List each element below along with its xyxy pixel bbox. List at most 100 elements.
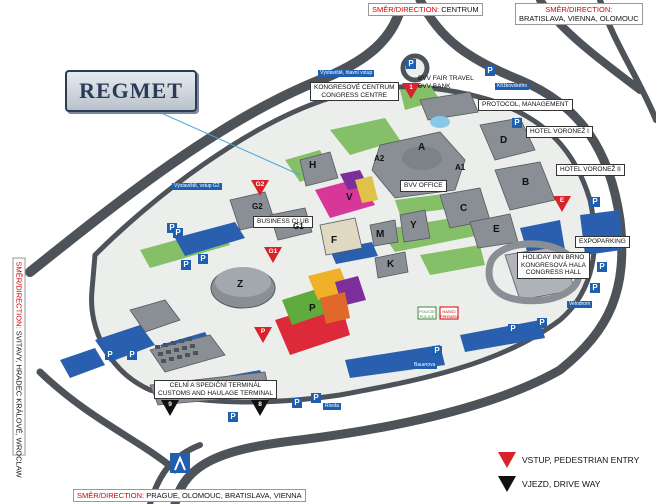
label-celni-1: CELNÍ A SPEDIČNÍ TERMINÁL xyxy=(169,382,262,389)
building-b: B xyxy=(522,177,530,188)
parking-marker: P xyxy=(173,228,183,238)
parking-marker: P xyxy=(485,66,495,76)
label-holiday-inn: HOLIDAY INN BRNO KONGRESOVÁ HALA CONGRES… xyxy=(517,252,591,279)
pond xyxy=(430,116,450,128)
regmet-logo: REGMET xyxy=(65,70,197,112)
parking-marker: P xyxy=(406,59,416,69)
pavilion-v xyxy=(315,170,378,218)
direction-west: SMĚR/DIRECTION: SVITAVY, HRADEC KRÁLOVÉ,… xyxy=(12,257,26,478)
direction-west-prefix: SMĚR/DIRECTION: xyxy=(14,261,24,329)
parking-marker: P xyxy=(228,412,238,422)
label-business-club: BUSINESS CLUB xyxy=(253,216,314,228)
highway-network xyxy=(25,0,656,504)
building-m: M xyxy=(376,229,385,240)
driveway-9-label: 9 xyxy=(168,401,172,408)
building-a1: A1 xyxy=(455,163,466,172)
label-firemen: HASIČI FIREMEN xyxy=(440,309,458,319)
building-a2: A2 xyxy=(374,154,385,163)
label-police-2: POLICE xyxy=(419,314,435,319)
label-hasici-1: HASIČI xyxy=(442,309,456,314)
label-bvv-fair-travel-text: BVV FAIR TRAVEL xyxy=(418,75,474,82)
parking-marker: P xyxy=(181,260,191,270)
entry-p-label: P xyxy=(260,328,266,335)
building-g2: G2 xyxy=(252,202,263,211)
parking-marker: P xyxy=(590,197,600,207)
label-hotel-voronez-2: HOTEL VORONEŽ II xyxy=(556,164,625,176)
firemen-sign xyxy=(439,306,459,320)
entry-g1-label: G1 xyxy=(268,248,278,255)
customs-terminal-trucks xyxy=(155,337,198,363)
entry-g2-label: G2 xyxy=(255,181,265,188)
label-customs-terminal: CELNÍ A SPEDIČNÍ TERMINÁL CUSTOMS AND HA… xyxy=(154,380,277,399)
label-congress-centre: KONGRESOVÉ CENTRUM CONGRESS CENTRE xyxy=(310,82,399,101)
direction-south: SMĚR/DIRECTION: PRAGUE, OLOMOUC, BRATISL… xyxy=(73,489,306,502)
street-tag-velodrom: Velodrom xyxy=(567,301,593,308)
label-congress-2: CONGRESS CENTRE xyxy=(321,91,388,99)
label-expoparking: EXPOPARKING xyxy=(575,236,630,248)
parking-marker: P xyxy=(537,318,547,328)
street-tag-vystaviste-hlavni: Výstaviště, hlavní vstup xyxy=(318,70,375,77)
label-hotel-voronez-1: HOTEL VORONEŽ I xyxy=(526,126,593,138)
label-holiday-2: KONGRESOVÁ HALA xyxy=(521,261,587,269)
street-tag-bauerova: Bauerova xyxy=(412,362,438,369)
direction-south-prefix: SMĚR/DIRECTION: xyxy=(77,491,145,500)
parking-marker: P xyxy=(292,398,302,408)
parking-marker: P xyxy=(105,350,115,360)
logo-pointer-line xyxy=(149,107,301,176)
parking-marker: P xyxy=(198,254,208,264)
label-holiday-3: CONGRESS HALL xyxy=(525,269,582,276)
direction-west-value: SVITAVY, HRADEC KRÁLOVÉ, WROCLAW xyxy=(14,330,24,478)
entry-e-label: E xyxy=(559,197,565,204)
building-p: P xyxy=(309,303,316,314)
building-d: D xyxy=(500,135,508,146)
label-congress-1: KONGRESOVÉ CENTRUM xyxy=(314,84,395,91)
direction-north-value: CENTRUM xyxy=(441,5,479,14)
parking-marker: P xyxy=(597,262,607,272)
parking-marker: P xyxy=(512,118,522,128)
driveway-8-label: 8 xyxy=(258,401,262,408)
pavilion-p xyxy=(275,268,366,355)
parking-marker: P xyxy=(311,393,321,403)
building-y: Y xyxy=(410,220,417,231)
street-tag-krizkovskeho: Křížkovského xyxy=(495,83,530,90)
direction-northeast-value: BRATISLAVA, VIENNA, OLOMOUC xyxy=(519,14,639,23)
label-bvv-office: BVV OFFICE xyxy=(400,180,447,192)
motorway-sign xyxy=(170,453,190,473)
direction-north: SMĚR/DIRECTION: CENTRUM xyxy=(368,3,483,16)
regmet-logo-text: REGMET xyxy=(79,78,183,103)
label-celni-2: CUSTOMS AND HAULAGE TERMINAL xyxy=(158,389,273,397)
entry-1-label: 1 xyxy=(409,84,413,91)
street-tag-vystaviste-g2: Výstaviště, vstup G2 xyxy=(172,183,222,190)
parking-marker: P xyxy=(127,350,137,360)
label-holiday-1: HOLIDAY INN BRNO xyxy=(522,254,585,261)
building-g1: G1 xyxy=(293,222,304,231)
building-v: V xyxy=(346,192,353,203)
street-tag-rivola: Rivola xyxy=(323,403,341,410)
label-bvv-bank-text: BVV BANK xyxy=(418,82,451,90)
building-k: K xyxy=(387,259,395,270)
police-sign xyxy=(417,306,437,320)
building-e: E xyxy=(493,224,500,235)
building-f: F xyxy=(331,235,338,246)
pavilion-z xyxy=(210,267,276,309)
label-bvv-fair-travel: BVV FAIR TRAVEL BVV BANK xyxy=(418,75,474,90)
building-c: C xyxy=(460,203,468,214)
parking-marker: P xyxy=(167,223,177,233)
parking-marker: P xyxy=(432,346,442,356)
parking-marker: P xyxy=(508,324,518,334)
congress-hall-track xyxy=(485,240,583,305)
building-h: H xyxy=(309,160,317,171)
building-a: A xyxy=(418,142,426,153)
label-police: POLICIE POLICE xyxy=(418,309,436,319)
building-z: Z xyxy=(237,279,244,290)
direction-northeast-prefix: SMĚR/DIRECTION: xyxy=(545,5,613,14)
legend-pedestrian: VSTUP, PEDESTRIAN ENTRY xyxy=(522,455,640,465)
label-hasici-2: FIREMEN xyxy=(440,314,458,319)
direction-northeast: SMĚR/DIRECTION: BRATISLAVA, VIENNA, OLOM… xyxy=(515,3,643,25)
label-protocol: PROTOCOL, MANAGEMENT xyxy=(478,99,573,111)
parking-marker: P xyxy=(590,283,600,293)
legend-driveway: VJEZD, DRIVE WAY xyxy=(522,479,601,489)
pavilion-a-dome xyxy=(402,146,442,170)
label-police-1: POLICIE xyxy=(419,309,435,314)
direction-north-prefix: SMĚR/DIRECTION: xyxy=(372,5,440,14)
